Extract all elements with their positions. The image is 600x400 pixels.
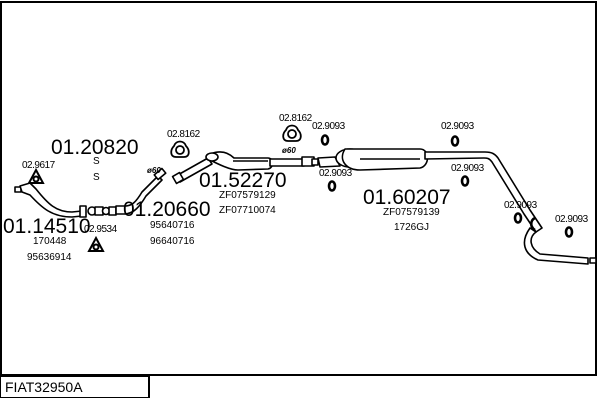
part-ref: 1726GJ xyxy=(394,222,430,233)
part-number-front-pipe[interactable]: 01.14510 xyxy=(3,215,91,238)
ring-icon xyxy=(460,175,470,187)
accessory-label[interactable]: 02.9093 xyxy=(319,168,352,179)
front-pipe-body xyxy=(19,182,83,218)
front-pipe[interactable] xyxy=(14,182,87,218)
ring-icon xyxy=(327,180,337,192)
joint-part xyxy=(108,206,117,216)
rings xyxy=(320,134,574,238)
diameter-label: ø60 xyxy=(282,146,296,155)
part-ref: 96640716 xyxy=(150,236,195,247)
ring-icon xyxy=(513,212,523,224)
front-silencer-inlet-end xyxy=(171,171,185,185)
part-ref: ZF07579129 xyxy=(219,190,276,201)
ring-icon xyxy=(564,226,574,238)
rear-silencer[interactable] xyxy=(317,148,597,265)
intermediate-pipe-body xyxy=(115,175,163,215)
intermediate-pipe-end xyxy=(153,167,167,181)
front-silencer-outlet xyxy=(269,158,305,167)
sleeve-end xyxy=(311,158,319,166)
front-silencer-cap xyxy=(205,152,219,162)
front-silencer[interactable] xyxy=(171,151,319,185)
diagram-id-box: FIAT32950A xyxy=(0,376,150,398)
part-ref: ZF07579139 xyxy=(383,207,440,218)
flex-joint[interactable] xyxy=(87,206,117,216)
accessory-label[interactable]: 02.8162 xyxy=(167,129,200,140)
accessory-label[interactable]: 02.9093 xyxy=(555,214,588,225)
clamp-center xyxy=(175,145,185,155)
hanger-hook-icon xyxy=(529,216,536,232)
gasket-hole xyxy=(32,175,40,183)
part-number-intermediate-pipe[interactable]: 01.20660 xyxy=(123,198,211,221)
tail-pipe-end xyxy=(589,257,597,264)
clamp-center xyxy=(287,129,297,139)
part-ref: 95636914 xyxy=(27,252,72,263)
accessory-label[interactable]: 02.9534 xyxy=(84,224,117,235)
accessory-label[interactable]: 02.9617 xyxy=(22,160,55,171)
part-number-rear-silencer[interactable]: 01.60207 xyxy=(363,186,451,209)
diagram-id: FIAT32950A xyxy=(5,379,83,395)
diagram-frame xyxy=(0,1,597,376)
tail-pipe-lower xyxy=(523,227,589,265)
accessory-label[interactable]: 02.9093 xyxy=(441,121,474,132)
gasket-hole xyxy=(92,243,100,251)
part-number-catalyst[interactable]: 01.20820 xyxy=(51,136,139,159)
front-pipe-end-flange xyxy=(79,205,87,218)
accessory-label[interactable]: 02.9093 xyxy=(312,121,345,132)
gaskets xyxy=(27,167,105,252)
clamps xyxy=(170,124,302,158)
accessory-label[interactable]: 02.9093 xyxy=(451,163,484,174)
diameter-label: ø60 xyxy=(147,166,161,175)
part-ref: S xyxy=(93,156,100,167)
ring-icon xyxy=(320,134,330,146)
intermediate-pipe[interactable] xyxy=(115,167,167,215)
part-ref: S xyxy=(93,172,100,183)
part-ref: 170448 xyxy=(33,236,67,247)
part-number-front-silencer[interactable]: 01.52270 xyxy=(199,169,287,192)
rear-silencer-inlet xyxy=(317,156,341,168)
ring-icon xyxy=(450,135,460,147)
part-ref: ZF07710074 xyxy=(219,205,276,216)
accessory-label[interactable]: 02.8162 xyxy=(279,113,312,124)
part-ref: 95640716 xyxy=(150,220,195,231)
accessory-label[interactable]: 02.9093 xyxy=(504,200,537,211)
